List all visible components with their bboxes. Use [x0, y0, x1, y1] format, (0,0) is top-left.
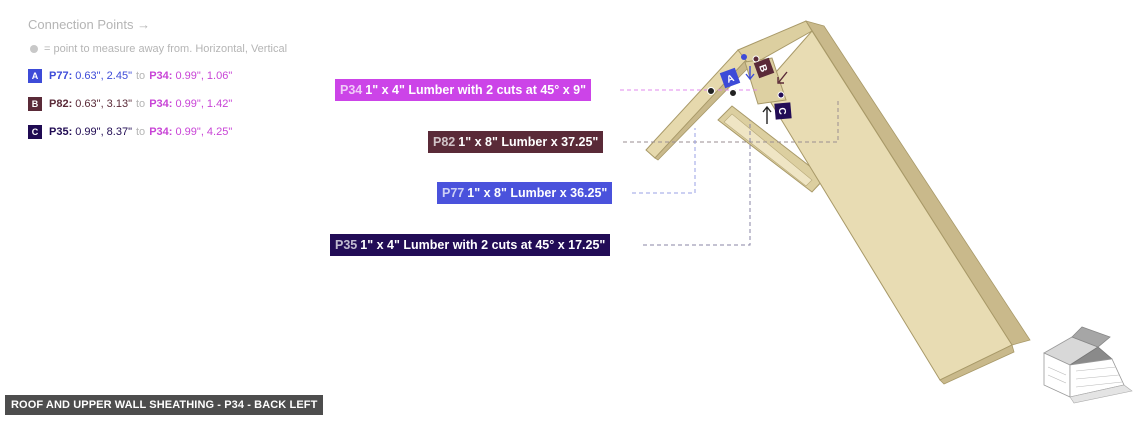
board-p82 [737, 20, 1031, 385]
callout-part-id: P77 [442, 186, 465, 200]
arrows [745, 66, 788, 124]
svg-text:C: C [776, 107, 788, 115]
to-label: to [136, 70, 146, 82]
callout-text: 1" x 4" Lumber with 2 cuts at 45° x 9" [365, 83, 587, 97]
connection-row-b: B P82: 0.63", 3.13" to P34: 0.99", 1.42" [28, 96, 287, 112]
svg-text:B: B [756, 63, 769, 74]
part-label: P35: [49, 126, 73, 138]
point-dot [777, 91, 785, 99]
callout-text: 1" x 8" Lumber x 37.25" [458, 135, 599, 149]
to-label: to [136, 126, 146, 138]
part-values: 0.99", 8.37" [75, 126, 132, 138]
callout-part-id: P34 [340, 83, 363, 97]
point-dot-icon [30, 45, 38, 53]
arrow-b-icon [777, 71, 788, 84]
leader-p35 [643, 120, 751, 246]
to-label: to [136, 98, 146, 110]
view-cube-house-icon[interactable] [1043, 326, 1133, 404]
point-dot [752, 55, 760, 63]
connection-legend: Connection Points → = point to measure a… [28, 17, 287, 152]
board-p77 [645, 49, 751, 161]
step-title: ROOF AND UPPER WALL SHEATHING - P34 - BA… [5, 395, 324, 415]
arrow-c-icon [762, 105, 772, 124]
target-part: P34: 0.99", 1.06" [149, 70, 233, 82]
legend-note: = point to measure away from. Horizontal… [28, 43, 287, 55]
point-dot [707, 87, 715, 95]
part-values: 0.63", 2.45" [75, 70, 132, 82]
badge-a: A [28, 69, 42, 83]
point-dot [729, 89, 737, 97]
point-dot [741, 54, 747, 60]
badge-c: C [28, 125, 42, 139]
connection-row-a: A P77: 0.63", 2.45" to P34: 0.99", 1.06" [28, 68, 287, 84]
arrow-a-icon [745, 66, 755, 81]
leader-lines [620, 89, 839, 246]
marker-a: A [719, 67, 741, 89]
callout-part-id: P82 [433, 135, 456, 149]
target-part: P34: 0.99", 4.25" [149, 126, 233, 138]
part-values: 0.63", 3.13" [75, 98, 132, 110]
target-part: P34: 0.99", 1.42" [149, 98, 233, 110]
part-label: P77: [49, 70, 73, 82]
callout-text: 1" x 8" Lumber x 36.25" [467, 186, 608, 200]
connection-points [707, 54, 785, 99]
connection-row-c: C P35: 0.99", 8.37" to P34: 0.99", 4.25" [28, 124, 287, 140]
marker-c: C [774, 102, 792, 120]
legend-note-text: = point to measure away from. Horizontal… [44, 43, 288, 55]
legend-title[interactable]: Connection Points → [28, 17, 151, 32]
marker-b: B [753, 57, 775, 79]
leader-p77 [632, 128, 696, 194]
callout-text: 1" x 4" Lumber with 2 cuts at 45° x 17.2… [360, 238, 606, 252]
svg-text:A: A [725, 73, 736, 86]
badge-b: B [28, 97, 42, 111]
part-label: P82: [49, 98, 73, 110]
callout-part-id: P35 [335, 238, 358, 252]
